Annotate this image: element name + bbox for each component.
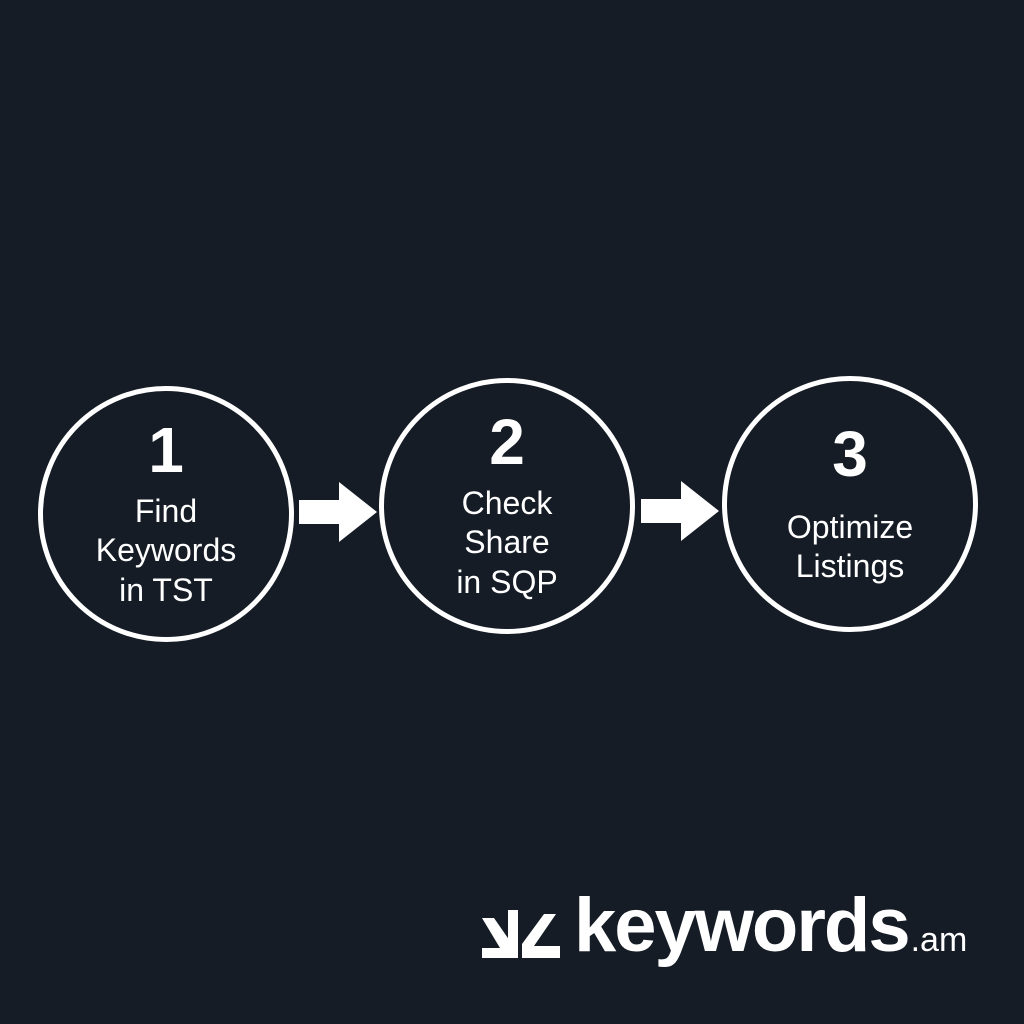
arrow-right-icon [299,482,377,542]
step-3-label: Optimize Listings [786,508,914,584]
keywords-logo-icon [482,910,562,966]
step-3-number: 3 [832,417,868,490]
step-2-circle: 2 Check Share in SQP [379,378,635,634]
brand-tld: .am [910,921,968,959]
brand-name: keywords [574,883,911,968]
arrow-right-icon [641,481,719,541]
brand-logo: keywords .am [482,888,967,978]
step-3-circle: 3 Optimize Listings [722,376,978,632]
step-2-number: 2 [489,406,525,479]
step-2-label: Check Share in SQP [456,485,558,600]
step-1-label: Find Keywords in TST [95,493,237,608]
step-1-number: 1 [148,414,184,487]
step-1-circle: 1 Find Keywords in TST [38,386,294,642]
